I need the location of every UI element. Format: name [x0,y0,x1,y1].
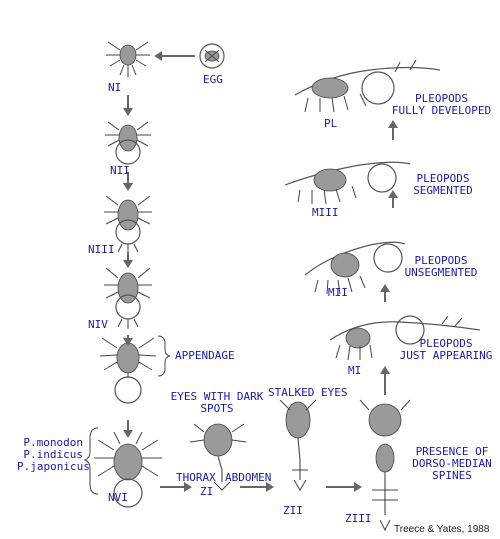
nauplius-4-illustration [104,267,152,329]
nauplius-5-illustration [99,337,157,404]
postlarva-illustration [294,59,441,113]
egg-label: EGG [203,73,223,86]
nauplius-6-illustration [94,431,162,508]
pleopods-m3-annotation: PLEOPODS SEGMENTED [398,173,488,197]
thorax-annotation: THORAX [176,471,216,484]
zoea-2-illustration [279,399,317,491]
pleopods-m1-line-2: JUST APPEARING [399,349,493,362]
spines-line-1: PRESENCE OF [415,445,489,458]
pleopods-m3-line-1: PLEOPODS [416,172,470,185]
z3-label: ZIII [345,512,372,525]
mysis-2-illustration [304,241,406,295]
nauplius-2-illustration [105,121,151,165]
zoea-arrows [160,482,362,492]
species-japonicus: P.japonicus [17,460,90,473]
nauplius-3-illustration [104,195,152,254]
species-monodon: P.monodon [23,436,83,449]
eyes-dark-annotation: EYES WITH DARK SPOTS [164,391,270,415]
pleopods-m1-line-1: PLEOPODS [419,337,473,350]
n3-label: NIII [88,243,115,256]
species-brace [83,427,99,495]
zoea-3-illustration [359,399,411,532]
n2-label: NII [110,164,130,177]
mysis-arrows [380,120,398,395]
pleopods-m2-line-2: UNSEGMENTED [404,266,478,279]
species-indicus: P.indicus [23,448,83,461]
n1-label: NI [108,81,122,94]
zoea-1-illustration [189,423,247,491]
m3-label: MIII [312,206,339,219]
z1-label: ZI [200,485,214,498]
eyes-dark-line-2: SPOTS [200,402,234,415]
mysis-3-illustration [284,161,411,205]
spines-line-3: SPINES [432,469,472,482]
pleopods-m2-line-1: PLEOPODS [414,254,468,267]
spines-line-2: DORSO-MEDIAN [412,457,492,470]
pleopods-m2-annotation: PLEOPODS UNSEGMENTED [396,255,486,279]
n6-label: NVI [108,491,128,504]
m2-label: MII [328,286,348,299]
pleopods-pl-line-2: FULLY DEVELOPED [391,104,492,117]
spines-annotation: PRESENCE OF DORSO-MEDIAN SPINES [404,446,500,482]
z2-label: ZII [283,504,303,517]
abdomen-annotation: ABDOMEN [225,471,272,484]
pleopods-pl-line-1: PLEOPODS [415,92,468,105]
pleopods-pl-annotation: PLEOPODS FULLY DEVELOPED [383,93,500,117]
egg-arrow [154,51,195,61]
m1-label: MI [348,364,362,377]
eyes-dark-line-1: EYES WITH DARK [170,390,264,403]
appendage-annotation: APPENDAGE [175,349,235,362]
species-list: P.monodon P.indicus P.japonicus [17,436,90,473]
nauplius-1-illustration [106,41,150,77]
credit-text: Treece & Yates, 1988 [394,524,490,535]
egg-illustration [199,43,225,69]
n4-label: NIV [88,318,108,331]
appendage-brace [157,335,171,377]
pleopods-m1-annotation: PLEOPODS JUST APPEARING [392,338,500,362]
pleopods-m3-line-2: SEGMENTED [413,184,473,197]
stalked-eyes-annotation: STALKED EYES [268,386,348,399]
nauplius-arrows [123,95,133,438]
pl-label: PL [324,117,338,130]
mysis-1-illustration [329,315,481,361]
